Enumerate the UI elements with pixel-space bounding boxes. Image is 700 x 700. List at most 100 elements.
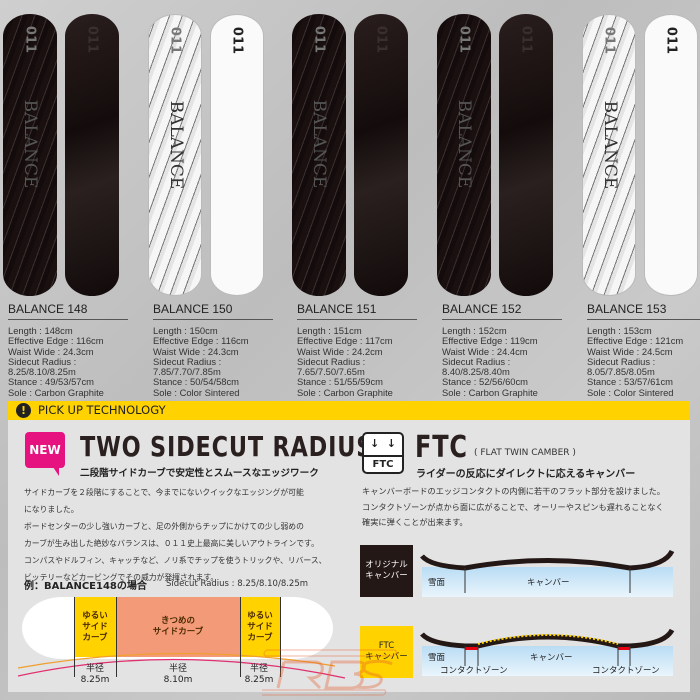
brand-logo: 011: [84, 25, 100, 54]
model-graphic: BALANCE: [454, 99, 474, 189]
example-spec: Sidecut Radius : 8.25/8.10/8.25m: [166, 579, 309, 589]
spec-line: 7.85/7.70/7.85m: [153, 366, 221, 378]
spec-line: Length : 151cm: [297, 325, 362, 336]
spec-line: Length : 150cm: [153, 325, 218, 336]
contact-zone-label: コンタクトゾーン: [592, 666, 660, 676]
model-graphic: BALANCE: [309, 99, 329, 189]
brand-logo: 011: [663, 26, 679, 55]
ftc-snow-surface: 雪面 キャンバー コンタクトゾーン コンタクトゾーン: [422, 646, 673, 676]
spec-line: Waist Wide : 24.4cm: [442, 345, 528, 357]
body-line: カーブが生み出した絶妙なバランスは、０１１史上最高に美しいアウトラインです。: [24, 539, 319, 548]
model-graphic: BALANCE: [600, 100, 620, 190]
spec-line: Effective Edge : 116cm: [8, 335, 104, 347]
spec-line: Stance : 53/57/61cm: [587, 376, 673, 388]
original-camber-label: オリジナル キャンバー: [360, 545, 413, 597]
divider: [280, 597, 281, 677]
original-camber-board: [420, 549, 675, 593]
ftc-camber-label: FTC キャンバー: [360, 626, 413, 678]
camber-label: キャンバー: [527, 578, 570, 588]
brand-logo: 011: [518, 25, 534, 54]
pickup-technology-bar: ! PICK UP TECHNOLOGY: [8, 401, 690, 420]
spec-line: Effective Edge : 117cm: [297, 335, 393, 347]
ftc-title-note: ( FLAT TWIN CAMBER ): [474, 448, 576, 458]
spec-line: Sole : Carbon Graphite: [442, 386, 538, 398]
spec-line: Length : 148cm: [8, 325, 73, 336]
board-name: BALANCE 148: [8, 302, 128, 320]
pickup-label: PICK UP TECHNOLOGY: [38, 403, 166, 417]
spec-line: 8.40/8.25/8.40m: [442, 366, 510, 378]
board-base: 011: [65, 14, 119, 296]
spec-line: Sole : Color Sintered: [153, 386, 240, 398]
board-name: BALANCE 150: [153, 302, 273, 320]
body-line: になりました。: [24, 505, 79, 514]
spec-line: 7.65/7.50/7.65m: [297, 366, 365, 378]
brand-logo: 011: [456, 25, 472, 54]
spec-line: Sole : Carbon Graphite: [8, 386, 104, 398]
divider: [74, 597, 75, 677]
ftc-icon-label: FTC: [364, 455, 402, 472]
snow-label: 雪面: [428, 653, 446, 663]
brand-logo: 011: [229, 26, 245, 55]
divider: [116, 597, 117, 677]
arrow-down-icon: ↓: [386, 437, 396, 450]
brand-logo: 011: [311, 25, 327, 54]
board-base: 011: [354, 14, 408, 296]
example-label: 例：BALANCE148の場合: [24, 581, 147, 592]
ftc-subtitle: ライダーの反応にダイレクトに応えるキャンバー: [416, 469, 636, 480]
spec-line: Sidecut Radius :: [297, 355, 366, 367]
spec-line: Waist Wide : 24.3cm: [8, 345, 94, 357]
spec-line: Effective Edge : 116cm: [153, 335, 249, 347]
model-graphic: BALANCE: [166, 100, 186, 190]
spec-line: Length : 152cm: [442, 325, 507, 336]
original-snow-surface: 雪面 キャンバー: [422, 567, 673, 597]
new-badge: NEW: [25, 432, 65, 476]
body-line: コンタクトゾーンが点から面に広がることで、オーリーやスピンも遅れることなく: [362, 501, 664, 512]
spec-line: Sidecut Radius :: [587, 355, 656, 367]
spec-line: Waist Wide : 24.2cm: [297, 345, 383, 357]
brand-logo: 011: [601, 26, 617, 55]
sidecut-subtitle: 二段階サイドカーブで安定性とスムースなエッジワーク: [80, 468, 319, 479]
spec-line: Waist Wide : 24.3cm: [153, 345, 239, 357]
spec-line: Sole : Color Sintered: [587, 386, 674, 398]
ftc-camber-board: [420, 628, 675, 666]
board-base: 011: [644, 14, 698, 296]
snow-label: 雪面: [428, 578, 446, 588]
exclamation-icon: !: [16, 403, 31, 418]
spec-line: Stance : 49/53/57cm: [8, 376, 94, 388]
spec-line: Sidecut Radius :: [8, 355, 77, 367]
ftc-icon: ↓ ↓ FTC: [362, 432, 404, 474]
body-line: キャンバーボードのエッジコンタクトの内側に若干のフラット部分を設けました。: [362, 486, 665, 496]
spec-line: 8.25/8.10/8.25m: [8, 366, 76, 378]
spec-line: Sidecut Radius :: [153, 355, 222, 367]
body-line: コンパスやドルフィン、キャッチなど、ノリ系でチップを使うトリックや、リバース、: [24, 556, 327, 565]
body-line: サイドカーブを２段階にすることで、今までにないクイックなエッジングが可能: [24, 488, 304, 497]
sidecut-curves: [17, 652, 346, 679]
ftc-body: キャンバーボードのエッジコンタクトの内側に若干のフラット部分を設けました。 コン…: [362, 484, 665, 531]
model-graphic: BALANCE: [20, 99, 40, 189]
spec-line: Stance : 50/54/58cm: [153, 376, 239, 388]
camber-label: キャンバー: [530, 653, 573, 663]
divider: [240, 597, 241, 677]
spec-line: Effective Edge : 119cm: [442, 335, 538, 347]
spec-line: Stance : 51/55/59cm: [297, 376, 383, 388]
board-name: BALANCE 151: [297, 302, 417, 320]
spec-line: Waist Wide : 24.5cm: [587, 345, 673, 357]
ftc-title: FTC: [415, 430, 468, 465]
spec-line: Effective Edge : 121cm: [587, 335, 684, 347]
sidecut-title: TWO SIDECUT RADIUS: [80, 430, 374, 463]
tight-zone: きつめの サイドカーブ: [116, 597, 240, 657]
arrow-down-icon: ↓: [370, 437, 380, 450]
brand-logo: 011: [167, 26, 183, 55]
soft-zone-right: ゆるい サイド カーブ: [240, 597, 280, 657]
spec-line: Stance : 52/56/60cm: [442, 376, 528, 388]
